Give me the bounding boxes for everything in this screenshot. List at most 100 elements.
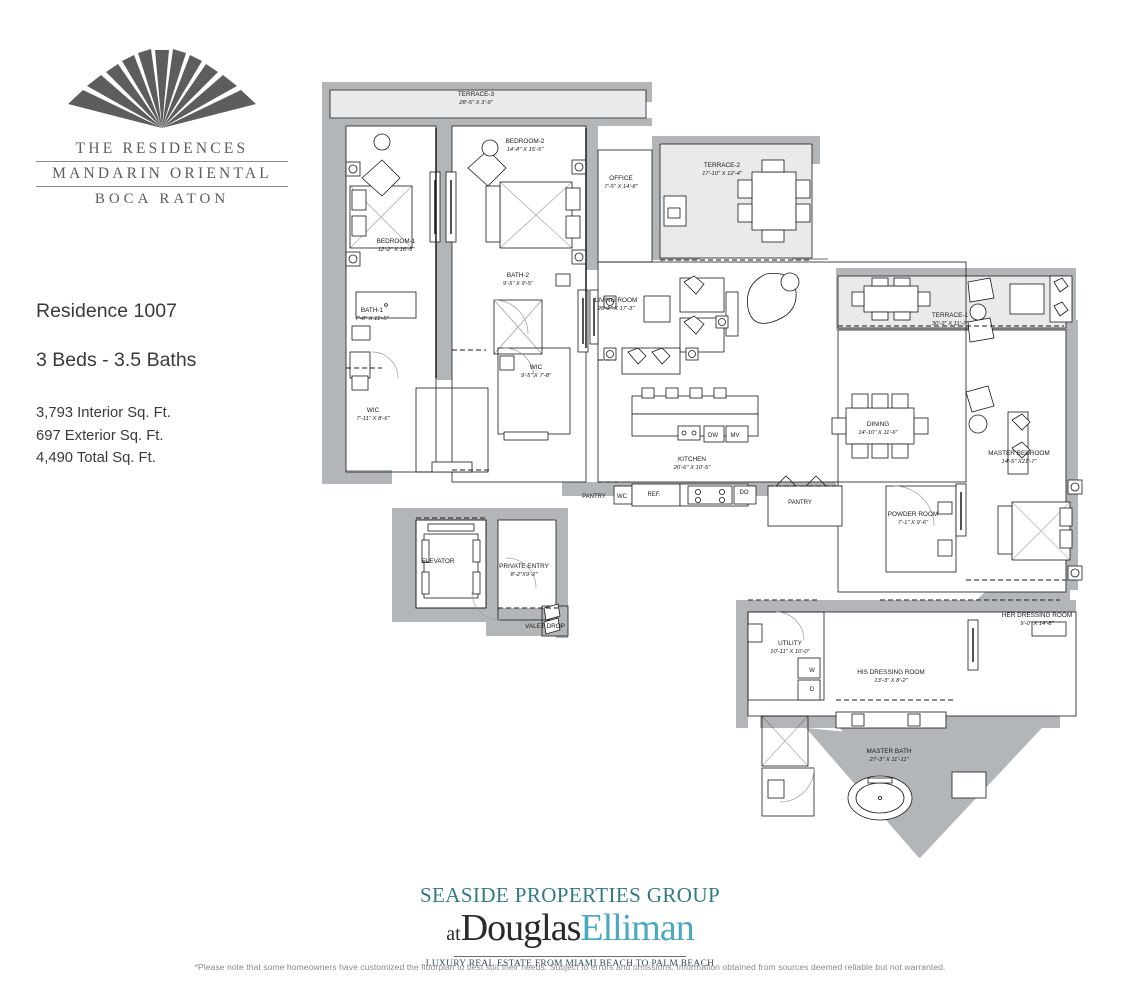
footer-branding: SEASIDE PROPERTIES GROUP atDouglasEllima… bbox=[0, 883, 1140, 970]
room-label: BATH-1 7'-8" X 11'-5" bbox=[356, 307, 390, 322]
appliance-label: W bbox=[809, 668, 815, 674]
appliance-label: PANTRY bbox=[582, 494, 606, 500]
room-dimensions: 7'-1" X 9'-6" bbox=[898, 520, 929, 526]
room-label: WIC 9'-5" X 7'-8" bbox=[521, 364, 552, 379]
room-label: HER DRESSING ROOM 9'-0" X 14'-8" bbox=[1002, 612, 1072, 627]
room-label: TERRACE-1 30'-3" X 11'-7" bbox=[932, 312, 969, 327]
plan-openings bbox=[330, 89, 1066, 701]
square-footage-list: 3,793 Interior Sq. Ft. 697 Exterior Sq. … bbox=[36, 402, 316, 470]
room-name: LIVING ROOM bbox=[595, 297, 638, 304]
room-name: TERRACE-2 bbox=[704, 162, 741, 169]
appliance-label: PANTRY bbox=[788, 500, 812, 506]
room-name: TERRACE-3 bbox=[458, 91, 495, 98]
at-word: at bbox=[446, 923, 461, 945]
room-dimensions: 17'-10" X 12'-4" bbox=[702, 171, 743, 177]
residence-beds-baths: 3 Beds - 3.5 Baths bbox=[36, 349, 197, 371]
room-label: MASTER BEDROOM 14'-5" X21'-7" bbox=[988, 450, 1049, 465]
room-name: BATH-2 bbox=[507, 272, 530, 279]
room-name: DINING bbox=[867, 421, 889, 428]
brand-rule-bottom bbox=[36, 186, 288, 187]
appliance-label: WC bbox=[617, 494, 628, 500]
room-label: MASTER BATH 27'-3" X 11'-11" bbox=[867, 748, 912, 763]
room-dimensions: 10'-11" X 10'-0" bbox=[770, 649, 810, 655]
room-dimensions: 26'-2" X 17'-3" bbox=[597, 306, 636, 312]
brand-rule-top bbox=[36, 161, 288, 162]
room-name: BEDROOM-1 bbox=[377, 238, 416, 245]
furniture-dining bbox=[831, 393, 929, 459]
brand-line-3: BOCA RATON bbox=[94, 191, 230, 207]
room-label: VALET DROP bbox=[525, 623, 565, 630]
room-label: HIS DRESSING ROOM 13'-3" X 8'-2" bbox=[857, 669, 924, 684]
furniture-terrace-1 bbox=[851, 275, 1073, 343]
room-label: ELEVATOR bbox=[421, 558, 454, 565]
exterior-sqft: 697 Exterior Sq. Ft. bbox=[36, 427, 164, 444]
brand-line-2: MANDARIN ORIENTAL bbox=[52, 165, 272, 182]
room-label: POWDER ROOM 7'-1" X 9'-6" bbox=[888, 511, 938, 526]
room-name: BATH-1 bbox=[361, 307, 384, 314]
room-name: TERRACE-1 bbox=[932, 312, 969, 319]
room-label-group: TERRACE-3 28'-5" X 3'-9" BEDROOM-1 12'-2" X… bbox=[356, 91, 1073, 763]
room-dimensions: 7'-5" X 14'-8" bbox=[604, 184, 638, 190]
fixtures-baths bbox=[351, 273, 589, 391]
room-dimensions: 12'-2" X 16'-5" bbox=[378, 247, 416, 253]
room-dimensions: 9'-5" X 7'-8" bbox=[521, 373, 552, 379]
room-name: BEDROOM-2 bbox=[506, 138, 545, 145]
room-name: HIS DRESSING ROOM bbox=[857, 669, 924, 676]
room-name: VALET DROP bbox=[525, 623, 565, 630]
room-dimensions: 14'-5" X21'-7" bbox=[1001, 459, 1037, 465]
brand-line-1: THE RESIDENCES bbox=[75, 140, 249, 157]
room-dimensions: 28'-5" X 3'-9" bbox=[458, 100, 493, 106]
room-dimensions: 7'-8" X 11'-5" bbox=[356, 316, 390, 322]
seaside-properties-group-text: SEASIDE PROPERTIES GROUP bbox=[419, 883, 721, 907]
appliance-label: D bbox=[810, 687, 815, 693]
room-dimensions: 13'-3" X 8'-2" bbox=[874, 678, 908, 684]
room-dimensions: 27'-3" X 11'-11" bbox=[869, 757, 910, 763]
room-dimensions: 9'-5" X 9'-5" bbox=[503, 281, 534, 287]
room-dimensions: 9'-0" X 14'-8" bbox=[1020, 621, 1054, 627]
appliance-label: REF. bbox=[647, 492, 660, 498]
appliance-label: MV bbox=[731, 433, 740, 439]
room-name: POWDER ROOM bbox=[888, 511, 938, 518]
room-dimensions: 8'-2"X9'-2" bbox=[511, 572, 539, 578]
total-sqft: 4,490 Total Sq. Ft. bbox=[36, 450, 156, 466]
room-label: TERRACE-2 17'-10" X 12'-4" bbox=[702, 162, 743, 177]
room-label: LIVING ROOM 26'-2" X 17'-3" bbox=[595, 297, 638, 312]
room-label: BEDROOM-1 12'-2" X 16'-5" bbox=[377, 238, 416, 253]
disclaimer-text: *Please note that some homeowners have c… bbox=[194, 962, 946, 972]
elliman-word: Elliman bbox=[580, 907, 694, 949]
room-name: MASTER BEDROOM bbox=[988, 450, 1049, 457]
room-name: PRIVATE ENTRY bbox=[499, 563, 549, 570]
douglas-word: Douglas bbox=[460, 907, 582, 949]
room-name: UTILITY bbox=[778, 640, 803, 647]
fixtures-lower bbox=[747, 483, 1067, 821]
room-name: KITCHEN bbox=[678, 456, 706, 463]
room-name: ELEVATOR bbox=[421, 558, 454, 565]
residence-info-panel: Residence 1007 3 Beds - 3.5 Baths 3,793 … bbox=[36, 300, 316, 470]
furniture-bedroom-2 bbox=[429, 139, 587, 265]
fan-logo-icon bbox=[68, 49, 256, 128]
appliance-label: DW bbox=[708, 433, 718, 439]
room-label: KITCHEN 20'-6" X 10'-5" bbox=[673, 456, 712, 471]
room-name: HER DRESSING ROOM bbox=[1002, 612, 1072, 619]
room-label: PRIVATE ENTRY 8'-2"X9'-2" bbox=[499, 563, 549, 578]
residence-title: Residence 1007 bbox=[36, 300, 177, 322]
room-name: OFFICE bbox=[609, 175, 632, 182]
furniture-living-room bbox=[589, 272, 800, 375]
room-label: UTILITY 10'-11" X 10'-0" bbox=[770, 640, 810, 655]
floorplan-drawing: .wall{fill:#b3b6b8;} .terr{fill:#e8eaeb;… bbox=[300, 60, 1120, 860]
plan-room-outlines bbox=[329, 89, 1077, 717]
room-dimensions: 30'-3" X 11'-7" bbox=[932, 321, 969, 327]
room-name: MASTER BATH bbox=[867, 748, 912, 755]
footer-tagline: LUXURY REAL ESTATE FROM MIAMI BEACH TO P… bbox=[425, 959, 715, 969]
room-dimensions: 20'-6" X 10'-5" bbox=[673, 465, 712, 471]
room-label: OFFICE 7'-5" X 14'-8" bbox=[604, 175, 638, 190]
terrace-3-fill bbox=[330, 90, 646, 118]
furniture-master-bedroom bbox=[965, 385, 1083, 581]
brand-logo-block: THE RESIDENCES MANDARIN ORIENTAL BOCA RA… bbox=[32, 24, 292, 208]
kitchen-fixtures bbox=[613, 387, 843, 527]
room-name: WIC bbox=[530, 364, 543, 371]
room-dimensions: 7'-11" X 8'-6" bbox=[357, 416, 391, 422]
